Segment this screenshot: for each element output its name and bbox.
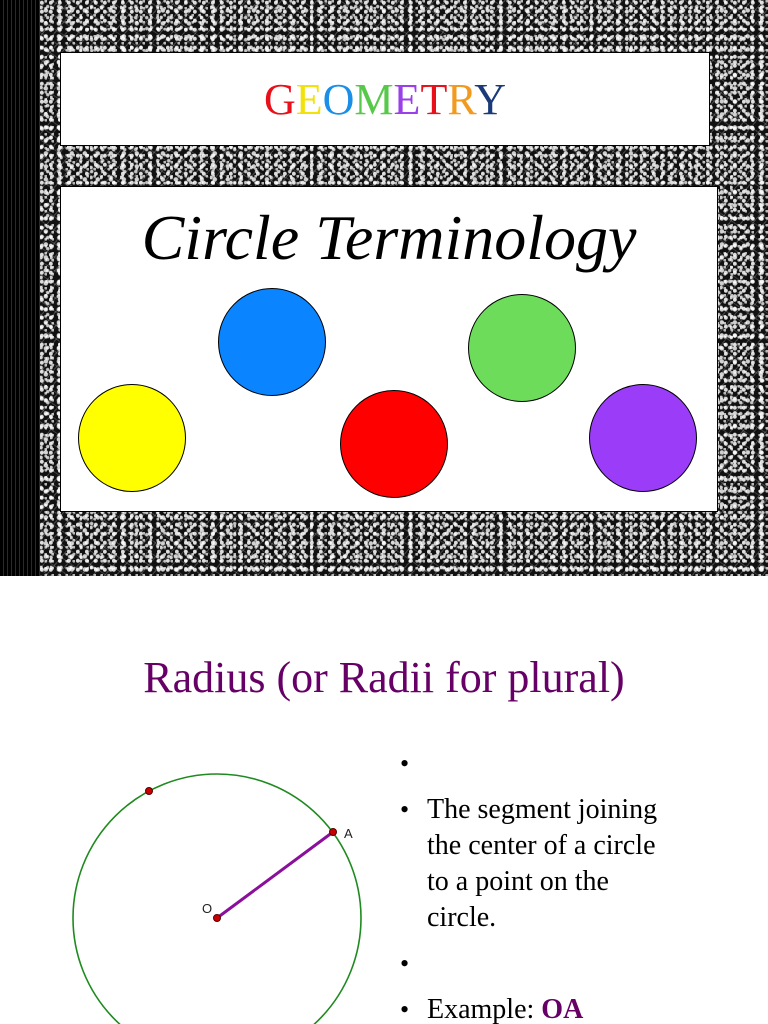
- notebook-binding: [0, 0, 40, 576]
- red-circle: [340, 390, 448, 498]
- purple-circle: [589, 384, 697, 492]
- subject-title: GEOMETRY: [264, 74, 506, 125]
- point-a-label: A: [344, 826, 353, 841]
- subject-title-box: GEOMETRY: [60, 52, 710, 146]
- blue-circle: [218, 288, 326, 396]
- center-point: [213, 914, 221, 922]
- radius-diagram: A O: [72, 773, 362, 1024]
- list-item: [398, 746, 738, 782]
- definition-line: the center of a circle: [427, 830, 656, 861]
- title-letter: O: [322, 74, 355, 124]
- point-o-label: O: [202, 901, 212, 916]
- green-circle: [468, 294, 576, 402]
- title-letter: Y: [474, 74, 507, 124]
- title-letter: G: [263, 74, 296, 124]
- example-label: Example:: [427, 994, 542, 1024]
- point-on-circle: [145, 787, 153, 795]
- list-item: Example: OA: [398, 992, 738, 1024]
- slide-title: Radius (or Radii for plural): [143, 653, 625, 702]
- title-slide: GEOMETRY Circle Terminology: [0, 0, 768, 576]
- point-a: [329, 828, 337, 836]
- example-value: OA: [541, 994, 584, 1024]
- title-letter: E: [393, 74, 421, 124]
- main-title-box: Circle Terminology: [60, 186, 718, 512]
- circle-outline: [72, 773, 362, 1024]
- page-title: Circle Terminology: [141, 202, 637, 273]
- title-letter: R: [447, 74, 475, 124]
- definition-line: The segment joining: [427, 794, 658, 825]
- yellow-circle: [78, 384, 186, 492]
- radius-slide: Radius (or Radii for plural) A O The seg…: [0, 576, 768, 1024]
- list-item: The segment joining the center of a circ…: [398, 792, 738, 936]
- list-item: [398, 946, 738, 982]
- title-letter: T: [420, 74, 448, 124]
- title-letter: E: [295, 74, 323, 124]
- definition-list: The segment joining the center of a circ…: [398, 746, 738, 1024]
- title-letter: M: [354, 74, 394, 124]
- radius-segment: [216, 830, 334, 920]
- definition-line: to a point on the: [427, 866, 609, 897]
- definition-line: circle.: [427, 902, 497, 933]
